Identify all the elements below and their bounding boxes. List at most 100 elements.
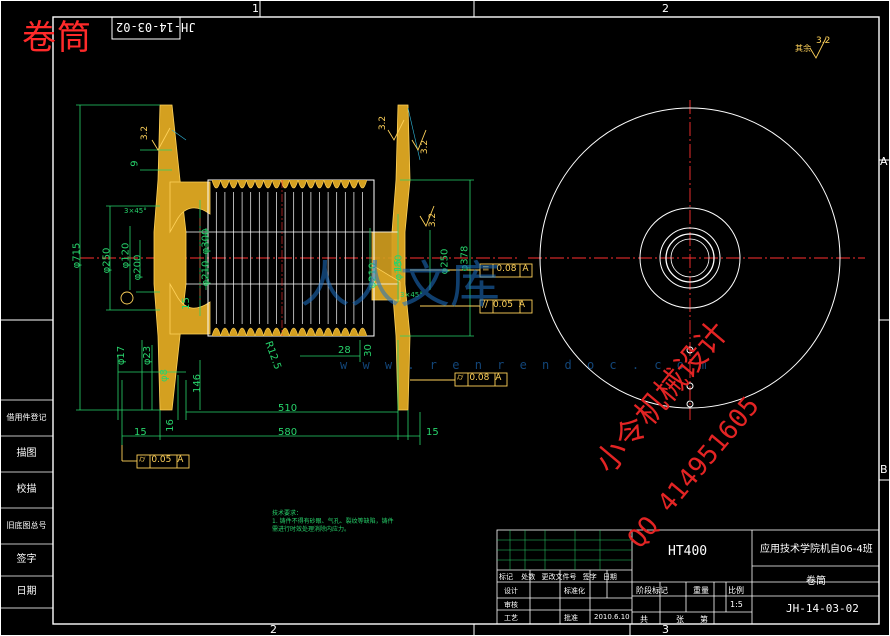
side-row-old-no: 旧底图总号 (6, 521, 47, 530)
groove-bottom (297, 327, 307, 337)
side-row-sign: 签字 (16, 554, 37, 565)
end-view-outer-circle (539, 107, 841, 409)
dim-d23: φ23 (142, 345, 154, 366)
tol1-value: 0.08 (496, 264, 517, 274)
tb-date: 2010.6.10 (594, 613, 630, 621)
groove-top (306, 179, 316, 189)
groove-top (271, 179, 282, 189)
dim-n146: 146 (192, 373, 204, 394)
tb-weight-label: 重量 (693, 586, 709, 595)
groove-bottom (254, 327, 264, 337)
tol4-value: 0.05 (151, 455, 172, 465)
drawing-title-stamp: 卷筒 (22, 18, 92, 58)
dim-n9: 9 (129, 160, 141, 167)
tb-sheet: 张 (676, 615, 684, 624)
site-url-watermark: w w w . r e n r e n d o c . c o m (340, 358, 711, 372)
groove-top (314, 179, 325, 189)
roughness-32-d: 3.2 (428, 212, 439, 228)
dim-d715: φ715 (71, 242, 83, 269)
dim-n510: 510 (278, 403, 298, 414)
tb-design: 设计 (504, 587, 518, 595)
dim-d17: φ17 (116, 345, 128, 366)
groove-top (263, 179, 273, 189)
tb-row-mark: 标记 (499, 573, 513, 581)
drawing-number-rotated: JH-14-03-02 (116, 20, 196, 34)
side-row-trace: 描图 (16, 448, 37, 459)
groove-bottom (349, 327, 359, 337)
roughness-corner-value: 3.2 (816, 36, 831, 46)
tol3-symbol: ⌭ (457, 373, 464, 383)
zone-label-3-bottom: 3 (662, 623, 669, 636)
groove-bottom (323, 327, 333, 337)
site-logo-watermark: 人人文库 (300, 256, 500, 314)
tb-row-sign: 签字 (582, 573, 597, 581)
tol2-symbol: // (482, 300, 489, 310)
side-table (0, 399, 54, 609)
tb-rows: 标记 处数 更改文件号 签字 日期 (499, 572, 617, 582)
roughness-32-a: 3.2 (140, 125, 151, 141)
tech-notes: 技术要求： 1. 铸件不得有砂眼、气孔、裂纹等缺陷，铸件 需进行时效处理消除内应… (272, 510, 394, 534)
zone-label-1: 1 (252, 2, 259, 15)
tech-note-1: 1. 铸件不得有砂眼、气孔、裂纹等缺陷，铸件 (272, 518, 394, 525)
tb-drawing-no: JH-14-03-02 (786, 602, 859, 615)
dim-d8: φ8 (158, 369, 170, 382)
groove-bottom (220, 327, 230, 337)
dim-n15c: 15 (134, 427, 147, 438)
side-table-labels: 借用件登记 描图 校描 旧底图总号 签字 日期 (0, 400, 53, 608)
groove-top (211, 179, 221, 189)
zone-label-2-bottom: 2 (270, 623, 277, 636)
groove-top (349, 179, 359, 189)
rope-grooves-top (211, 179, 368, 189)
dim-d210a: φ210 (200, 260, 212, 287)
tb-school: 应用技术学院机自06-4班 (760, 544, 873, 555)
groove-bottom (289, 327, 299, 337)
tb-page: 第 (700, 615, 708, 624)
roughness-32-c: 3.2 (420, 139, 431, 155)
tol2-datum: A (518, 300, 526, 310)
chamfer-label-2: 3×45° (400, 291, 423, 299)
groove-bottom (246, 327, 256, 337)
groove-top (332, 179, 342, 189)
tolerance-1: ≡ 0.08 A (482, 264, 529, 274)
groove-top (228, 179, 239, 189)
dimension-lines (76, 104, 474, 445)
dim-n16: 16 (164, 419, 176, 432)
tb-row-file: 更改文件号 (541, 573, 577, 581)
tolerance-4: ⌭ 0.05 A (139, 455, 183, 465)
roughness-corner-label: 其余 (795, 44, 811, 53)
tolerance-2: // 0.05 A (482, 300, 525, 310)
tech-note-2: 需进行时效处理消除内应力。 (272, 526, 351, 533)
tolerance-3: ⌭ 0.08 A (457, 373, 501, 383)
zone-label-2: 2 (662, 2, 669, 15)
tb-approve: 批准 (564, 614, 578, 622)
tol1-datum: A (522, 264, 529, 274)
tb-standard: 标准化 (564, 587, 585, 595)
dim-n15a: 15 (180, 297, 192, 310)
groove-top (246, 179, 256, 189)
side-row-borrow: 借用件登记 (6, 413, 47, 422)
left-flange (153, 104, 187, 411)
groove-bottom (280, 327, 290, 337)
tol1-symbol: ≡ (482, 264, 490, 274)
groove-bottom (263, 327, 273, 337)
tol4-symbol: ⌭ (139, 455, 146, 465)
groove-bottom (332, 327, 342, 337)
groove-top (280, 179, 290, 189)
dim-d120: φ120 (120, 242, 132, 269)
rope-grooves-bottom (211, 327, 368, 337)
groove-top (220, 179, 230, 189)
tol2-value: 0.05 (492, 300, 513, 310)
groove-top (323, 179, 333, 189)
zone-label-B: B (880, 463, 888, 476)
groove-bottom (271, 327, 282, 337)
groove-bottom (314, 327, 325, 337)
tb-scale-label: 比例 (728, 586, 744, 595)
tb-material: HT400 (668, 544, 708, 559)
groove-bottom (306, 327, 316, 337)
rope-groove-lines (215, 192, 363, 324)
zone-label-A: A (880, 155, 888, 168)
dim-d300: φ300 (200, 228, 212, 255)
